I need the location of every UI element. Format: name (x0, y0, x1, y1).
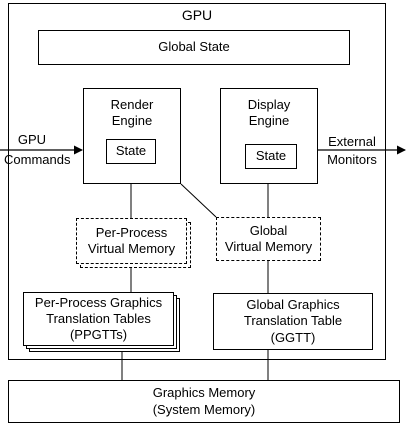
per-process-vm-box: Per-Process Virtual Memory (76, 218, 187, 264)
render-engine-box: Render Engine State (83, 88, 181, 184)
graphics-memory-line2: (System Memory) (152, 401, 256, 417)
display-engine-state-box: State (245, 144, 297, 169)
global-vm-line1: Global (249, 222, 288, 238)
gpu-commands-line1: GPU (17, 132, 46, 147)
ppgtt-box: Per-Process Graphics Translation Tables … (23, 292, 174, 346)
render-engine-label-line2: Engine (111, 113, 153, 129)
render-engine-state-label: State (115, 143, 147, 159)
external-monitors-label-line2: Monitors (327, 152, 377, 167)
global-state-box: Global State (38, 30, 350, 65)
graphics-memory-line1: Graphics Memory (152, 385, 256, 401)
gpu-commands-label: GPU (0, 132, 60, 148)
gpu-title: GPU (181, 7, 213, 23)
display-engine-label-line2: Engine (248, 113, 290, 129)
global-vm-box: Global Virtual Memory (216, 217, 321, 261)
render-to-gvm-line (180, 183, 217, 218)
ggtt-box: Global Graphics Translation Table (GGTT) (213, 293, 373, 350)
ggtt-line2: Translation Table (243, 313, 343, 329)
render-engine-state-box: State (106, 139, 156, 164)
graphics-memory-box: Graphics Memory (System Memory) (8, 380, 400, 423)
ppgtt-line2: Translation Tables (46, 310, 151, 326)
display-engine-state-label: State (255, 148, 287, 164)
external-monitors-label: External (322, 134, 382, 150)
global-state-label: Global State (158, 39, 230, 55)
gpu-commands-label-line2: Commands (4, 152, 71, 167)
ggtt-line3: (GGTT) (270, 329, 316, 345)
external-monitors-line1: External (328, 134, 376, 149)
global-vm-line2: Virtual Memory (224, 239, 313, 254)
ggtt-line1: Global Graphics (246, 297, 340, 313)
ppgtt-line3: (PPGTTs) (69, 327, 128, 343)
ppgtt-line1: Per-Process Graphics (34, 294, 163, 310)
display-engine-box: Display Engine State (220, 88, 318, 184)
render-engine-label-line1: Render (110, 97, 154, 112)
per-process-vm-line1: Per-Process (95, 224, 168, 240)
per-process-vm-line2: Virtual Memory (87, 241, 176, 256)
display-engine-label-line1: Display (247, 97, 291, 112)
